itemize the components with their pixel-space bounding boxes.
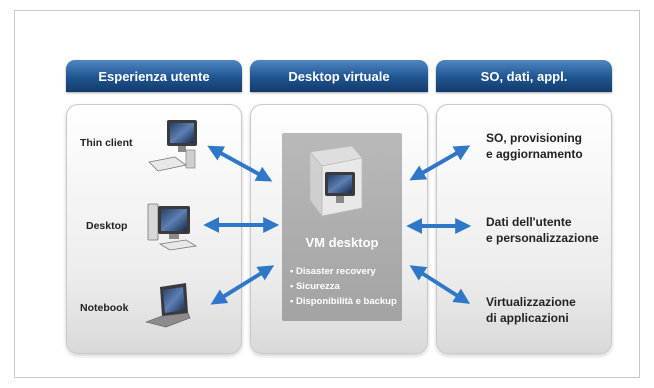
- desktop-computer-icon: [147, 203, 198, 251]
- label-os-provisioning-line1: SO, provisioning: [486, 131, 583, 145]
- label-user-data: Dati dell'utente e personalizzazione: [486, 214, 599, 246]
- label-thin-client: Thin client: [80, 137, 133, 149]
- label-os-provisioning: SO, provisioning e aggiornamento: [486, 130, 583, 162]
- vm-cube-icon: [309, 145, 363, 218]
- header-os-data-apps-label: SO, dati, appl.: [480, 68, 568, 84]
- notebook-icon: [144, 283, 191, 328]
- label-desktop: Desktop: [86, 220, 128, 232]
- header-user-experience: Esperienza utente: [66, 60, 242, 92]
- vm-feature-disaster-recovery: • Disaster recovery: [290, 266, 376, 277]
- vm-feature-list: • Disaster recovery • Sicurezza • Dispon…: [290, 264, 397, 309]
- header-os-data-apps: SO, dati, appl.: [436, 60, 612, 92]
- arrow-notebook: [210, 265, 275, 305]
- header-virtual-desktop-label: Desktop virtuale: [288, 68, 390, 84]
- label-user-data-line1: Dati dell'utente: [486, 215, 572, 229]
- vm-desktop-title: VM desktop: [305, 235, 379, 250]
- label-app-virtualization: Virtualizzazione di applicazioni: [486, 294, 576, 326]
- label-os-provisioning-line2: e aggiornamento: [486, 147, 583, 161]
- label-app-virtualization-line2: di applicazioni: [486, 311, 569, 325]
- thin-client-icon: [148, 120, 197, 172]
- arrow-thin-client: [207, 145, 273, 182]
- header-user-experience-label: Esperienza utente: [98, 68, 210, 84]
- vm-feature-availability-backup: • Disponibilità e backup: [290, 296, 397, 307]
- vm-feature-security: • Sicurezza: [290, 281, 340, 292]
- arrow-os-provisioning: [409, 145, 471, 181]
- label-user-data-line2: e personalizzazione: [486, 231, 599, 245]
- label-notebook: Notebook: [80, 302, 129, 314]
- arrow-app-virtualization: [409, 265, 471, 304]
- label-app-virtualization-line1: Virtualizzazione: [486, 295, 576, 309]
- header-virtual-desktop: Desktop virtuale: [250, 60, 428, 92]
